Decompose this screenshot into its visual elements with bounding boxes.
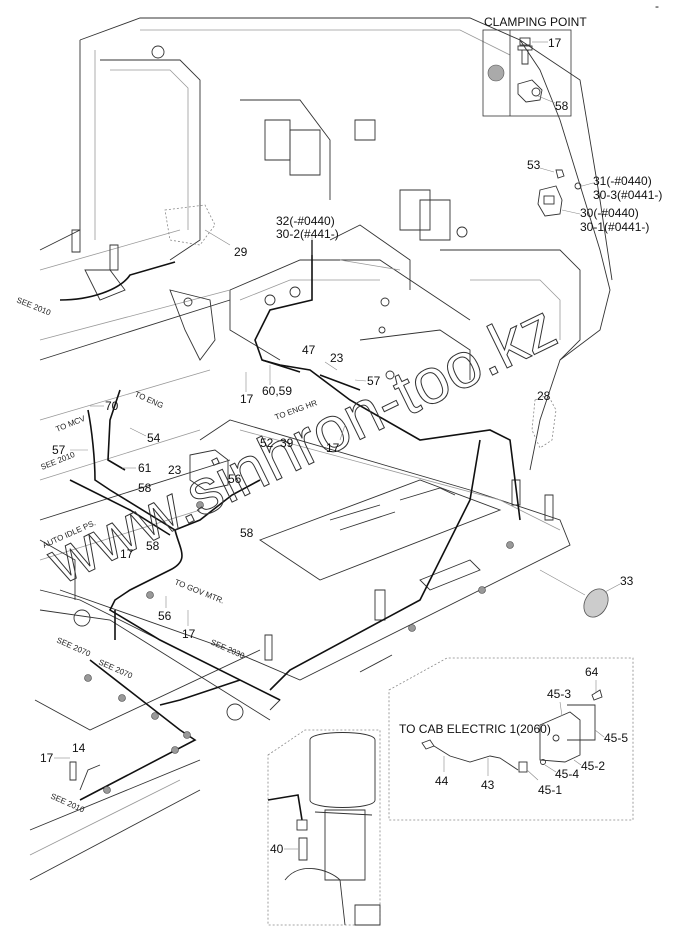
callout-58-a: 58: [138, 481, 152, 495]
callout-30-2: 30-2(#441-): [276, 227, 339, 241]
callout-52: 52: [260, 436, 274, 450]
clamp-icon: [517, 79, 543, 103]
side-rails: [29, 229, 281, 881]
callout-45-5: 45-5: [604, 731, 628, 745]
callout-30: 30(-#0440): [580, 206, 639, 220]
clamping-point-title: CLAMPING POINT: [484, 15, 587, 29]
bracket-45-icon: [539, 711, 581, 763]
callout-39: 39: [280, 436, 294, 450]
callout-57-right: 57: [367, 374, 381, 388]
callout-60-59: 60,59: [262, 384, 292, 398]
cab-electric-inset: TO CAB ELECTRIC 1(2060) 44 43 45-1 64 45…: [359, 654, 634, 821]
callout-17-a: 17: [240, 392, 254, 406]
callout-45-2: 45-2: [581, 759, 605, 773]
clamp-hole-icon: [487, 64, 505, 82]
frame-body: [39, 17, 613, 471]
clamp-label-17: 17: [548, 36, 562, 50]
clamp-label-58: 58: [555, 99, 569, 113]
callout-31: 31(-#0440): [593, 174, 652, 188]
sensor-inset: 40: [267, 729, 381, 926]
callout-33: 33: [620, 574, 634, 588]
callout-17-b: 17: [326, 441, 340, 455]
callout-30-1: 30-1(#0441-): [580, 220, 649, 234]
callout-17-c: 17: [120, 547, 134, 561]
callout-14: 14: [72, 741, 86, 755]
floor-plate: [59, 224, 571, 681]
callout-17-d: 17: [182, 627, 196, 641]
note-see-2030: SEE 2030: [209, 638, 246, 661]
note-see-2070-a: SEE 2070: [55, 636, 92, 659]
callout-23-top: 23: [330, 351, 344, 365]
corner-mark: -: [655, 0, 659, 13]
callout-45-4: 45-4: [555, 767, 579, 781]
callout-58-c: 58: [146, 539, 160, 553]
bolt-icon: [517, 37, 533, 65]
callout-45-1: 45-1: [538, 783, 562, 797]
wiring-harness: [59, 240, 521, 801]
callout-57-left: 57: [52, 443, 66, 457]
note-to-mcv: TO MCV: [54, 414, 87, 434]
callout-56-a: 56: [228, 472, 242, 486]
callout-32: 32(-#0440): [276, 214, 335, 228]
clamping-point-inset: CLAMPING POINT 17 58: [482, 15, 587, 117]
note-see-2010-bottom: SEE 2010: [49, 792, 86, 815]
note-to-gov-mtr: TO GOV MTR.: [173, 578, 225, 606]
callout-70: 70: [105, 399, 119, 413]
callout-54: 54: [147, 431, 161, 445]
callout-45-3: 45-3: [547, 687, 571, 701]
note-to-cab-electric: TO CAB ELECTRIC 1(2060): [399, 722, 551, 736]
connector-44-icon: [421, 739, 435, 750]
note-to-eng: TO ENG: [133, 390, 165, 411]
callout-47: 47: [302, 343, 316, 357]
callout-61: 61: [138, 461, 152, 475]
callout-40: 40: [270, 842, 284, 856]
callout-58-b: 58: [240, 526, 254, 540]
callout-17-e: 17: [40, 751, 54, 765]
cover-33-icon: [583, 588, 609, 618]
callout-43: 43: [481, 778, 495, 792]
callout-56-b: 56: [158, 609, 172, 623]
callout-64: 64: [585, 665, 599, 679]
clamping-point-frame: [482, 29, 572, 117]
connector-assembly: 53 31(-#0440) 30-3(#0441-) 30(-#0440) 30…: [527, 158, 662, 234]
callout-28: 28: [537, 389, 551, 403]
callout-44: 44: [435, 774, 449, 788]
callout-23-mid: 23: [168, 463, 182, 477]
callout-53: 53: [527, 158, 541, 172]
callout-29: 29: [234, 245, 248, 259]
callout-30-3: 30-3(#0441-): [593, 188, 662, 202]
note-see-2010-top: SEE 2010: [15, 296, 52, 318]
